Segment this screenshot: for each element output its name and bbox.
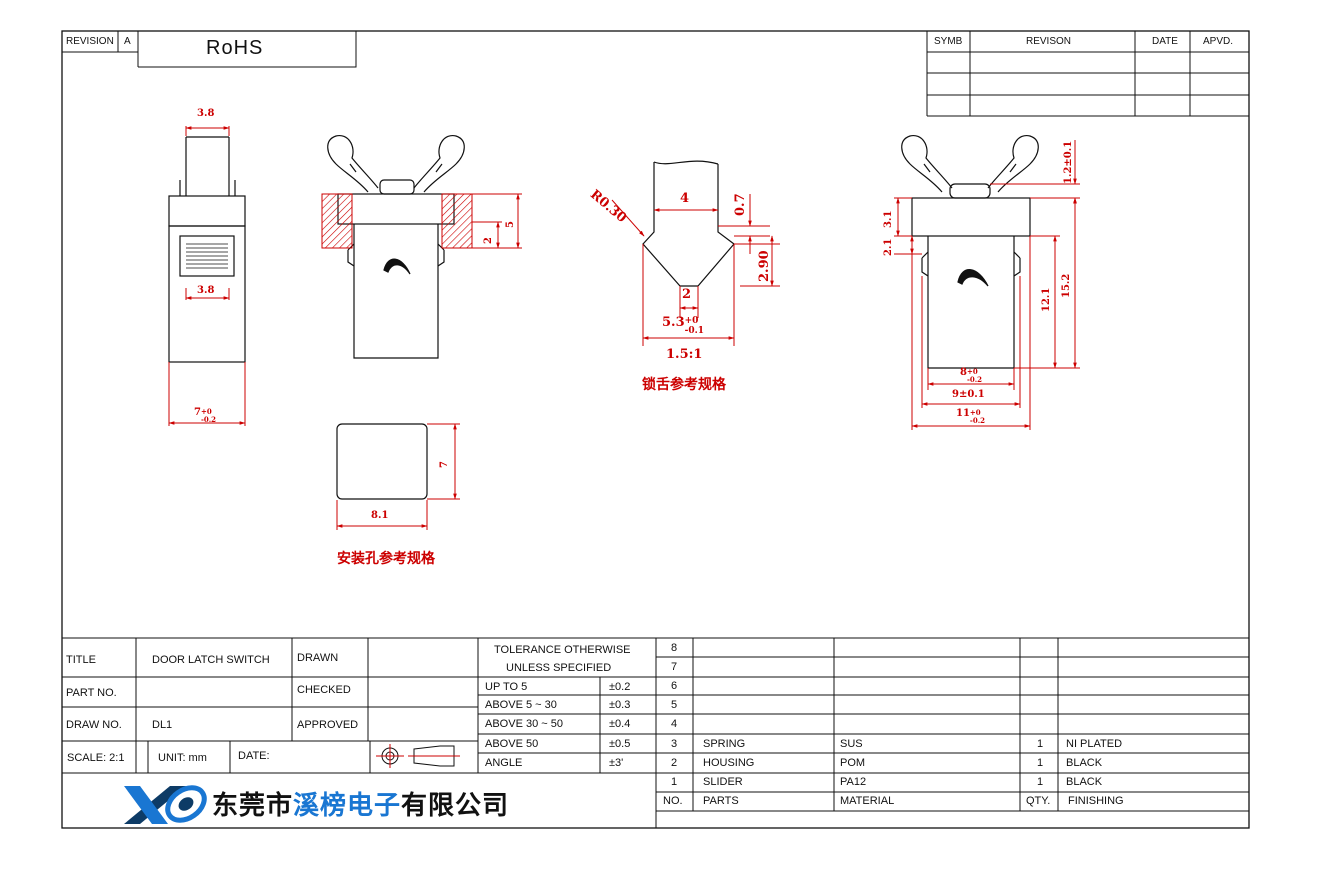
side-view [168, 136, 246, 363]
bom-no-2: 2 [671, 757, 678, 769]
bom-header-parts: PARTS [703, 795, 739, 807]
tongue-ref-note: 锁舌参考规格 [642, 377, 726, 393]
tolerance-value-3: ±0.4 [609, 718, 631, 730]
tolerance-value-4: ±0.5 [609, 738, 631, 750]
revision-label: REVISION [66, 36, 114, 47]
dim-tongue-53: 5.3+0-0.1 [662, 315, 705, 336]
bom-no-7: 7 [671, 661, 678, 673]
tongue-detail [642, 160, 735, 287]
dim-front-2: 2 [483, 237, 494, 244]
company-name: 东莞市溪榜电子有限公司 [212, 791, 510, 821]
dim-tongue-2: 2 [682, 287, 692, 302]
right-view-dims [894, 140, 1080, 430]
bom-material-1: PA12 [840, 776, 867, 788]
bom-no-4: 4 [671, 718, 678, 730]
bom-header-qty: QTY. [1026, 795, 1051, 807]
company-logo [124, 785, 207, 824]
dim-right-9: 9±0.1 [952, 389, 985, 400]
tolerance-value-1: ±0.2 [609, 681, 631, 693]
projection-symbol [376, 744, 460, 768]
revision-table [926, 31, 1249, 117]
panel-hatch [321, 193, 473, 249]
dim-hole-81: 8.1 [371, 510, 389, 521]
dim-right-8: 8+0-0.2 [960, 367, 983, 384]
bom-qty-3: 1 [1037, 738, 1044, 750]
bom-material-3: SUS [840, 738, 863, 750]
dim-front-5: 5 [505, 221, 516, 228]
bom-no-1: 1 [671, 776, 678, 788]
tolerance-heading-1: TOLERANCE OTHERWISE [494, 644, 631, 656]
checked-label: CHECKED [297, 684, 351, 696]
bom-header-no: NO. [663, 795, 683, 807]
tolerance-value-5: ±3' [609, 757, 624, 769]
dim-right-11: 11+0-0.2 [956, 408, 986, 425]
bom-part-2: HOUSING [703, 757, 755, 769]
rev-table-apvd: APVD. [1203, 36, 1234, 47]
draw-no-value: DL1 [152, 719, 173, 731]
bom-no-5: 5 [671, 699, 678, 711]
bom-header-material: MATERIAL [840, 795, 895, 807]
title-value: DOOR LATCH SWITCH [152, 654, 270, 666]
mounting-hole [336, 423, 428, 500]
right-view [901, 134, 1039, 369]
rohs-label: RoHS [206, 37, 264, 59]
approved-label: APPROVED [297, 719, 359, 731]
bom-qty-2: 1 [1037, 757, 1044, 769]
bom-part-3: SPRING [703, 738, 746, 750]
rev-table-revison: REVISON [1026, 36, 1072, 47]
scale-label: SCALE: 2:1 [67, 752, 125, 764]
dim-right-12: 1.2±0.1 [1063, 140, 1074, 184]
bom-no-8: 8 [671, 642, 678, 654]
revision-box [62, 31, 357, 68]
tolerance-range-3: ABOVE 30 ~ 50 [485, 718, 563, 730]
dim-right-121: 12.1 [1041, 287, 1052, 312]
tolerance-range-2: ABOVE 5 ~ 30 [485, 699, 557, 711]
dim-tongue-4: 4 [680, 191, 690, 206]
date-label: DATE: [238, 750, 270, 762]
dim-right-152: 15.2 [1061, 273, 1072, 298]
revision-value: A [124, 36, 131, 47]
dim-side-mid: 3.8 [197, 285, 215, 296]
mounting-hole-dims [336, 423, 460, 530]
side-view-dims [168, 126, 246, 426]
dim-right-31: 3.1 [883, 210, 894, 228]
rev-table-date: DATE [1152, 36, 1178, 47]
front-view-dims [472, 193, 522, 249]
dim-side-top: 3.8 [197, 108, 215, 119]
bom-header-finishing: FINISHING [1068, 795, 1124, 807]
dim-tongue-290: 2.90 [757, 250, 772, 282]
tolerance-range-4: ABOVE 50 [485, 738, 539, 750]
drawn-label: DRAWN [297, 652, 339, 664]
dim-side-bottom: 7+0-0.2 [194, 407, 217, 424]
dim-right-21: 2.1 [883, 238, 894, 256]
tolerance-range-5: ANGLE [485, 757, 523, 769]
bom-part-1: SLIDER [703, 776, 743, 788]
bom-qty-1: 1 [1037, 776, 1044, 788]
title-block-lines [62, 637, 1249, 828]
tongue-dims [611, 194, 780, 346]
bom-no-3: 3 [671, 738, 678, 750]
dim-tongue-07: 0.7 [733, 193, 748, 216]
bom-material-2: POM [840, 757, 866, 769]
hole-ref-note: 安装孔参考规格 [337, 551, 435, 567]
tolerance-value-2: ±0.3 [609, 699, 631, 711]
tongue-scale: 1.5:1 [666, 347, 703, 362]
part-no-label: PART NO. [66, 687, 117, 699]
bom-finishing-3: NI PLATED [1066, 738, 1123, 750]
bom-finishing-1: BLACK [1066, 776, 1103, 788]
draw-no-label: DRAW NO. [66, 719, 122, 731]
rev-table-symb: SYMB [934, 36, 963, 47]
tolerance-range-1: UP TO 5 [485, 681, 528, 693]
unit-label: UNIT: mm [158, 752, 207, 764]
bom-finishing-2: BLACK [1066, 757, 1103, 769]
title-label: TITLE [66, 654, 96, 666]
tolerance-heading-2: UNLESS SPECIFIED [506, 662, 612, 674]
bom-no-6: 6 [671, 680, 678, 692]
dim-hole-7: 7 [439, 461, 450, 468]
